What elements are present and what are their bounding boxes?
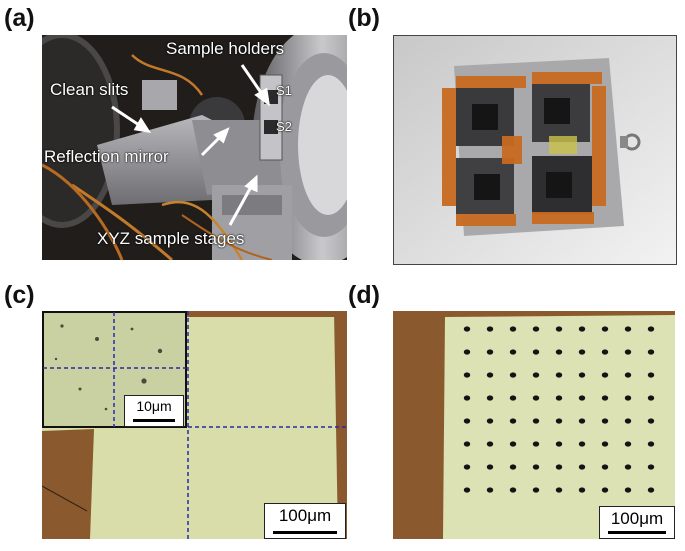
dot <box>486 349 494 355</box>
dot <box>601 464 609 470</box>
dot <box>601 487 609 493</box>
dot <box>463 487 471 493</box>
micrograph-d-illustration <box>393 311 675 539</box>
dot <box>647 464 655 470</box>
scale-bar-d-label: 100μm <box>610 509 664 528</box>
dot <box>624 326 632 332</box>
dot <box>647 372 655 378</box>
dot <box>578 487 586 493</box>
dot <box>601 441 609 447</box>
panel-a-photo: Sample holders Clean slits Reflection mi… <box>42 35 347 260</box>
dot <box>578 395 586 401</box>
dot <box>509 326 517 332</box>
dot <box>463 326 471 332</box>
chamber-photo-illustration <box>42 35 347 260</box>
annotation-sample-holders: Sample holders <box>166 39 285 58</box>
dot <box>647 418 655 424</box>
dot <box>463 395 471 401</box>
dot <box>532 418 540 424</box>
dot <box>647 349 655 355</box>
dot <box>486 418 494 424</box>
dot <box>532 372 540 378</box>
panel-c-micrograph: 10μm 100μm <box>42 311 347 539</box>
dot <box>578 326 586 332</box>
panel-b-photo <box>393 35 677 265</box>
panel-label-d: (d) <box>348 281 380 309</box>
dot <box>555 395 563 401</box>
annotation-xyz-stages: XYZ sample stages <box>97 229 245 248</box>
dot <box>555 418 563 424</box>
dot <box>532 441 540 447</box>
scale-bar-inset-line <box>133 419 175 422</box>
dot <box>486 326 494 332</box>
scale-bar-main-label: 100μm <box>278 506 332 525</box>
dot <box>555 487 563 493</box>
dot <box>509 349 517 355</box>
dot <box>555 372 563 378</box>
annotation-clean-slits: Clean slits <box>50 80 129 99</box>
dot <box>463 441 471 447</box>
dot <box>532 487 540 493</box>
scale-bar-d-line <box>608 531 666 534</box>
panel-label-a: (a) <box>4 4 35 32</box>
dot <box>624 395 632 401</box>
dot <box>601 349 609 355</box>
dot <box>578 464 586 470</box>
scale-bar-inset: 10μm <box>124 395 184 427</box>
dot <box>601 418 609 424</box>
dot <box>647 441 655 447</box>
dot <box>509 372 517 378</box>
dot <box>578 418 586 424</box>
dot <box>509 487 517 493</box>
dot <box>486 395 494 401</box>
dot <box>624 487 632 493</box>
dot <box>647 487 655 493</box>
dot <box>532 349 540 355</box>
annotation-reflection-mirror: Reflection mirror <box>44 147 169 166</box>
dot <box>486 441 494 447</box>
dot <box>532 395 540 401</box>
micrograph-c-illustration <box>42 311 347 539</box>
dot <box>601 372 609 378</box>
dot <box>463 349 471 355</box>
dot <box>509 395 517 401</box>
dot <box>463 372 471 378</box>
dot <box>509 441 517 447</box>
dot <box>555 326 563 332</box>
scale-bar-d: 100μm <box>599 506 675 539</box>
dot <box>624 441 632 447</box>
dot <box>624 349 632 355</box>
scale-bar-main: 100μm <box>264 503 346 539</box>
dot <box>463 418 471 424</box>
dot <box>578 372 586 378</box>
dot <box>647 326 655 332</box>
dot <box>624 464 632 470</box>
dot <box>486 372 494 378</box>
dot <box>486 464 494 470</box>
dot <box>624 418 632 424</box>
dot <box>486 487 494 493</box>
dot <box>509 464 517 470</box>
dot <box>555 464 563 470</box>
panel-d-micrograph: 100μm <box>393 311 675 539</box>
dot <box>463 464 471 470</box>
panel-label-b: (b) <box>348 4 380 32</box>
scale-bar-main-line <box>273 531 337 534</box>
annotation-s1: S1 <box>276 83 292 98</box>
sample-plate-illustration <box>394 36 676 264</box>
dot <box>555 349 563 355</box>
annotation-s2: S2 <box>276 119 292 134</box>
dot <box>601 395 609 401</box>
dot <box>647 395 655 401</box>
dot <box>601 326 609 332</box>
dot <box>578 441 586 447</box>
dot <box>532 464 540 470</box>
dot <box>555 441 563 447</box>
scale-bar-inset-label: 10μm <box>136 398 172 414</box>
dot <box>578 349 586 355</box>
panel-label-c: (c) <box>4 281 35 309</box>
dot <box>624 372 632 378</box>
dot <box>532 326 540 332</box>
dot <box>509 418 517 424</box>
